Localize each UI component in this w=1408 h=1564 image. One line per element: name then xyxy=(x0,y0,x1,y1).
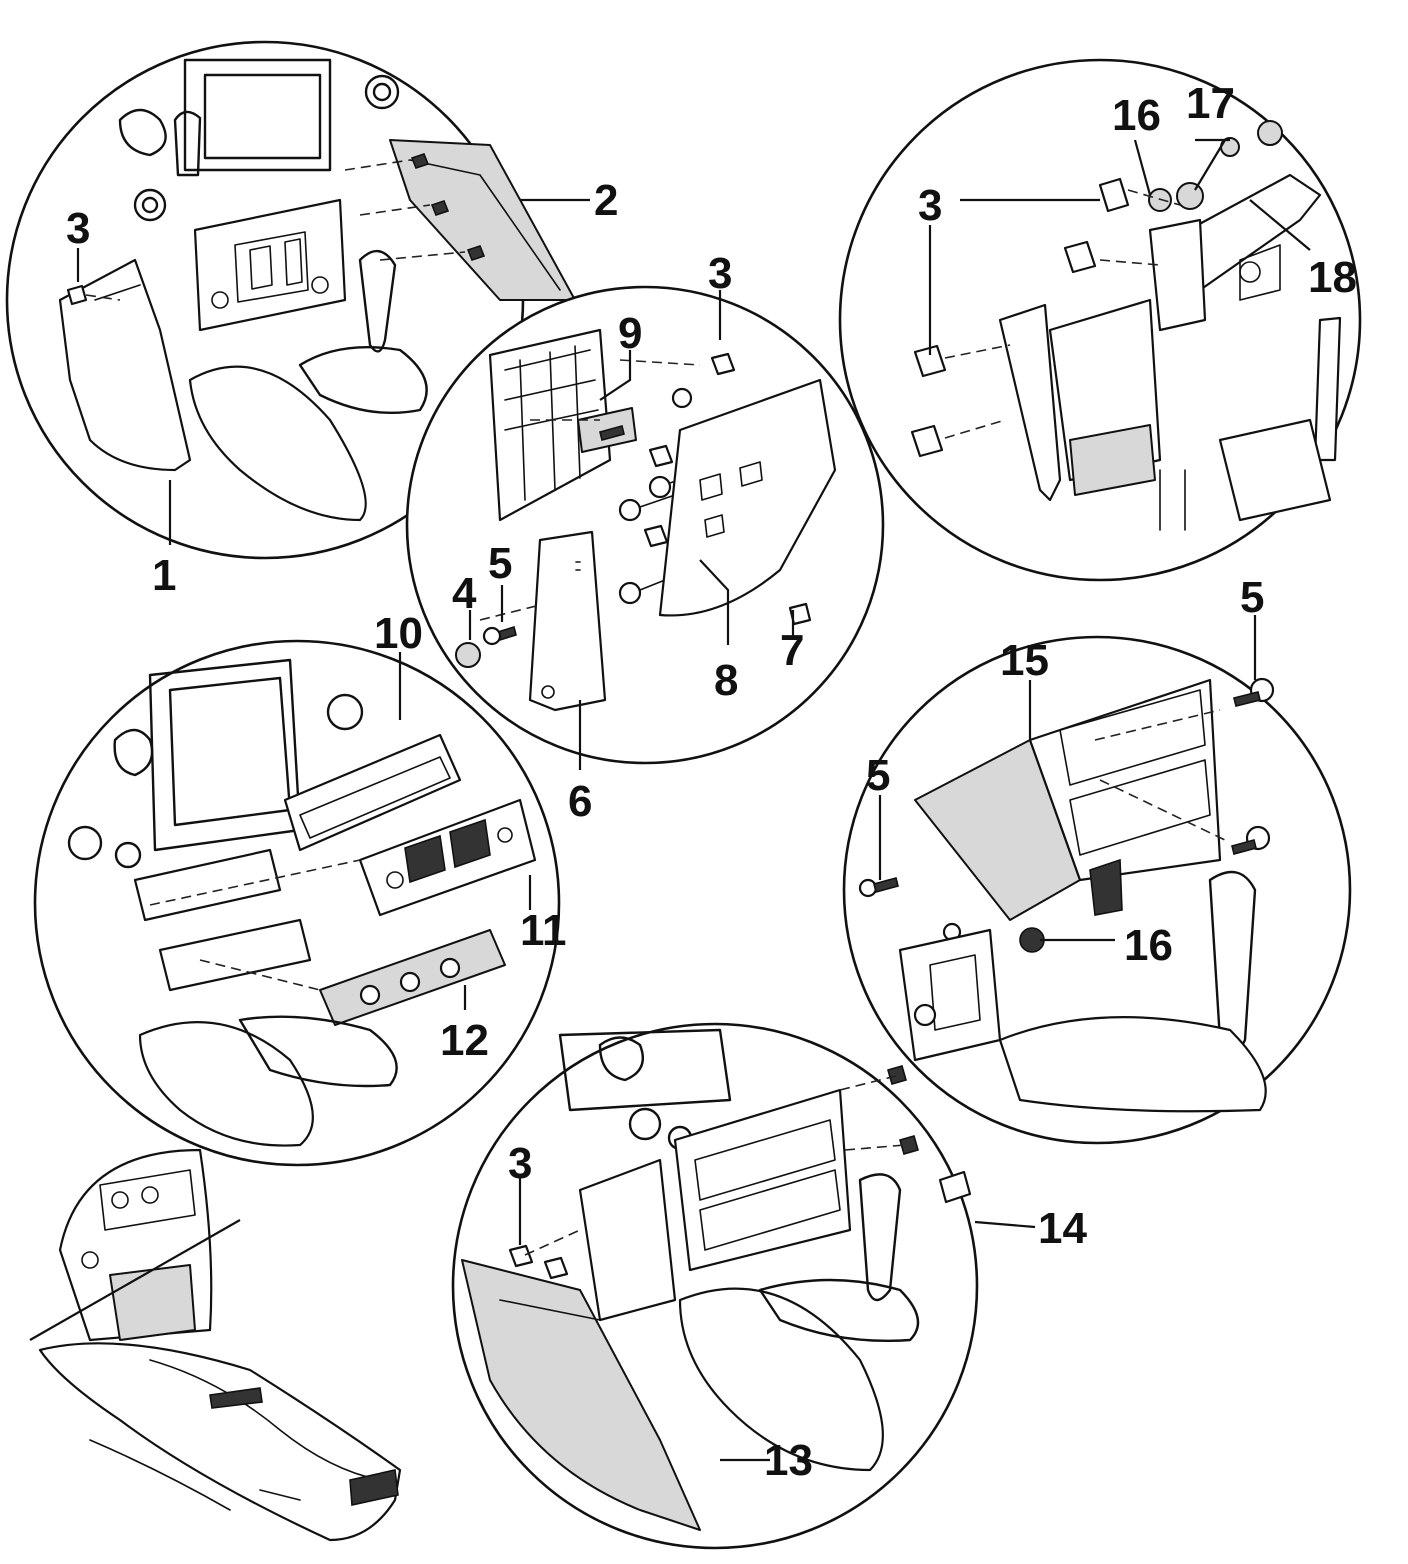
callout-16: 16 xyxy=(1112,91,1161,140)
callout-12: 12 xyxy=(440,1016,489,1065)
callout-10: 10 xyxy=(374,609,423,658)
callout-3: 3 xyxy=(66,204,90,253)
callout-1: 1 xyxy=(152,551,176,600)
detail-view-console-side-panels xyxy=(451,1022,979,1550)
callout-labels: 1 2 3 3 3 3 4 5 5 5 6 7 8 9 10 11 12 13 … xyxy=(66,79,1357,1485)
callout-14: 14 xyxy=(1038,1204,1087,1253)
detail-view-center-bracket xyxy=(405,285,885,765)
detail-view-console-trim-panels xyxy=(5,40,576,560)
callout-17: 17 xyxy=(1186,79,1235,128)
overview-full-center-console xyxy=(29,1148,402,1542)
callout-5: 5 xyxy=(866,751,890,800)
callout-11: 11 xyxy=(520,906,567,955)
callout-2: 2 xyxy=(594,176,618,225)
callout-3: 3 xyxy=(508,1139,532,1188)
callout-16: 16 xyxy=(1124,921,1173,970)
detail-view-center-console-housing xyxy=(842,635,1352,1145)
callout-3: 3 xyxy=(918,181,942,230)
callout-3: 3 xyxy=(708,249,732,298)
callout-15: 15 xyxy=(1000,636,1049,685)
callout-5: 5 xyxy=(1240,573,1264,622)
callout-13: 13 xyxy=(764,1436,813,1485)
callout-4: 4 xyxy=(452,569,477,618)
detail-view-radio-climate-assembly xyxy=(33,639,561,1167)
callout-9: 9 xyxy=(618,309,642,358)
callout-7: 7 xyxy=(780,626,804,675)
callout-8: 8 xyxy=(714,656,738,705)
leader-lines xyxy=(76,138,1311,1462)
detail-view-mounting-bracket xyxy=(838,58,1362,582)
callout-6: 6 xyxy=(568,777,592,826)
callout-18: 18 xyxy=(1308,253,1357,302)
callout-5: 5 xyxy=(488,539,512,588)
